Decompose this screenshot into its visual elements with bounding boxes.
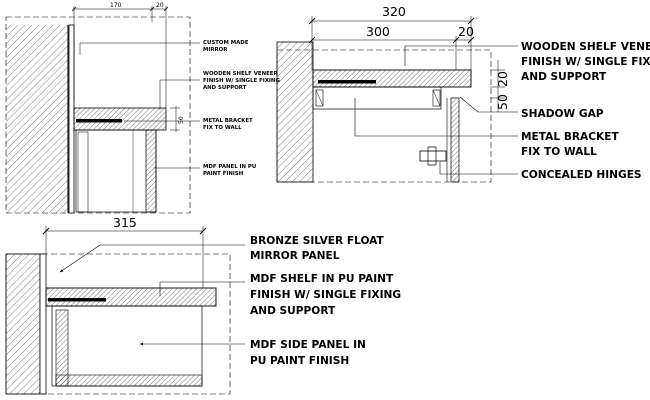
detail-3-label-shelf-line-1: MDF SHELF IN PU PAINT [250, 273, 394, 285]
detail-2-label-shelf-line-2: FINISH W/ SINGLE FIXING [521, 56, 650, 68]
detail-3-label-mirror-line-2: MIRROR PANEL [250, 250, 340, 262]
detail-1-wall [6, 25, 68, 213]
detail-3-bracket [48, 298, 106, 302]
detail-1-label-shelf-line-1: WOODEN SHELF VENEER [203, 71, 278, 77]
detail-1: 170 20 50 CUSTOM MADE MIRROR WOODEN SHEL… [5, 2, 280, 214]
detail-2: 320 300 20 20 50 WOODEN SHELF VENEER FIN… [276, 4, 650, 183]
detail-3-wall [5, 253, 41, 395]
detail-1-label-shelf-line-2: FINISH W/ SINGLE FIXING [203, 78, 280, 84]
detail-2-label-bracket-line-2: FIX TO WALL [521, 146, 597, 158]
detail-2-shelf [312, 69, 472, 88]
detail-1-label-bracket-line-1: METAL BRACKET [203, 118, 253, 124]
detail-1-label-panel-line-1: MDF PANEL IN PU [203, 164, 256, 170]
detail-3-label-panel-line-1: MDF SIDE PANEL IN [250, 339, 366, 351]
detail-2-dim-total: 320 [382, 4, 406, 19]
detail-1-dim-shelf: 50 [178, 116, 185, 124]
detail-2-dim-shelf: 300 [366, 24, 390, 39]
detail-1-mirror [68, 24, 75, 214]
detail-2-label-shelf-line-3: AND SUPPORT [521, 71, 607, 83]
detail-2-bracket [318, 80, 376, 84]
detail-2-label-bracket-line-1: METAL BRACKET [521, 131, 619, 143]
detail-3-side-panel [51, 305, 203, 387]
detail-1-bracket [76, 119, 122, 123]
detail-2-wall [276, 41, 314, 183]
detail-2-label-hinges: CONCEALED HINGES [521, 169, 642, 181]
detail-3-label-shelf-line-3: AND SUPPORT [250, 305, 336, 317]
detail-1-label-panel-line-2: PAINT FINISH [203, 171, 244, 177]
detail-3-shelf [45, 287, 217, 307]
detail-3-label-mirror-line-1: BRONZE SILVER FLOAT [250, 235, 385, 247]
detail-1-label-bracket-line-2: FIX TO WALL [203, 125, 242, 131]
detail-1-dim-gap: 20 [156, 2, 164, 9]
detail-2-label-shelf-line-1: WOODEN SHELF VENEER [521, 41, 650, 53]
detail-1-dim-mirror: 170 [110, 2, 122, 9]
detail-3-label-shelf-line-2: FINISH W/ SINGLE FIXING [250, 289, 401, 301]
detail-2-dim-h1: 20 [495, 71, 510, 87]
detail-1-label-mirror-line-1: CUSTOM MADE [203, 40, 249, 46]
detail-2-side-panel [450, 97, 460, 183]
detail-3-label-panel-line-2: PU PAINT FINISH [250, 355, 349, 367]
detail-2-label-shadow-gap: SHADOW GAP [521, 108, 604, 120]
detail-3-mirror [39, 253, 47, 395]
detail-3-dim-total: 315 [113, 215, 137, 230]
detail-3: 315 BRONZE SILVER FLOAT MIRROR PANEL MDF… [5, 215, 401, 395]
detail-1-label-mirror-line-2: MIRROR [203, 47, 228, 53]
detail-1-label-shelf-line-3: AND SUPPORT [203, 85, 247, 91]
detail-2-hinge [419, 150, 447, 162]
detail-2-dim-h2: 50 [495, 94, 510, 110]
detail-2-dim-gap: 20 [458, 24, 474, 39]
